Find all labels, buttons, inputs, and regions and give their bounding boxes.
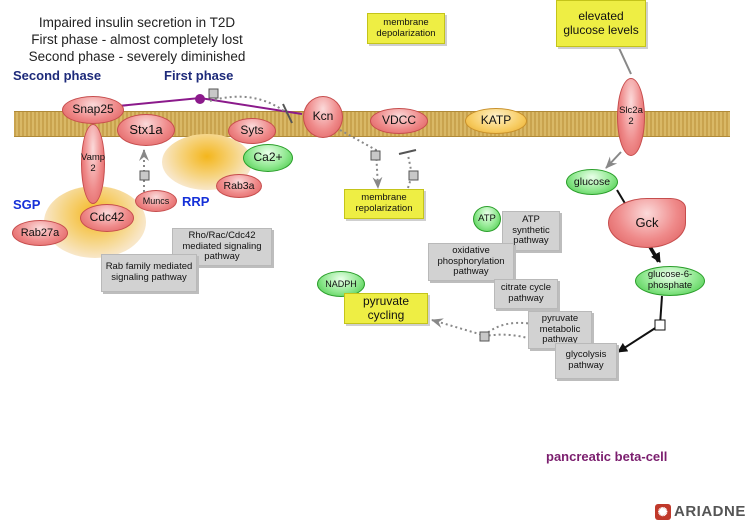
slc2a2-node[interactable]: Slc2a 2 — [617, 78, 645, 156]
diagram-header: Impaired insulin secretion in T2D First … — [6, 14, 268, 65]
glucose-6-phosphate-node[interactable]: glucose-6-phosphate — [635, 266, 705, 296]
nadph-node[interactable]: NADPH — [317, 271, 365, 297]
stx1a-node[interactable]: Stx1a — [117, 114, 175, 146]
membrane-depolarization-box[interactable]: membrane depolarization — [367, 13, 445, 44]
rrp-label: RRP — [182, 194, 210, 209]
syts-node[interactable]: Syts — [228, 118, 276, 144]
atp-node[interactable]: ATP — [473, 206, 501, 232]
glucose-uptake — [605, 47, 632, 169]
citrate-cycle-box[interactable]: citrate cycle pathway — [494, 279, 558, 309]
header-line-1: Impaired insulin secretion in T2D — [38, 15, 236, 30]
first-phase-label: First phase — [164, 68, 234, 83]
cdc42-node[interactable]: Cdc42 — [80, 204, 134, 232]
snap25-node[interactable]: Snap25 — [62, 96, 124, 124]
pyruvate-metabolic-box[interactable]: pyruvate metabolic pathway — [528, 311, 592, 349]
phase-link — [97, 94, 303, 115]
ariadne-logo-icon: ✺ — [655, 503, 671, 520]
kcn-node[interactable]: Kcn — [303, 96, 343, 138]
muncs-node[interactable]: Muncs — [135, 190, 177, 212]
glucose-node[interactable]: glucose — [566, 169, 618, 195]
second-phase-label: Second phase — [13, 68, 102, 83]
katp-node[interactable]: KATP — [465, 108, 527, 134]
gck-node[interactable]: Gck — [608, 198, 686, 248]
glycolysis-pathway-box[interactable]: glycolysis pathway — [555, 343, 617, 379]
rab3a-node[interactable]: Rab3a — [216, 174, 262, 198]
muncs-stx1a-link — [139, 149, 150, 192]
kcn-repolarization-link — [339, 129, 383, 189]
header-line-3: Second phase - severely diminished — [28, 49, 246, 64]
rab27a-node[interactable]: Rab27a — [12, 220, 68, 246]
repolarization-inhibition — [398, 149, 419, 189]
header-line-2: First phase - almost completely lost — [31, 32, 243, 47]
glycolysis-reaction — [617, 295, 666, 353]
vdcc-node[interactable]: VDCC — [370, 108, 428, 134]
inhibition-kcn — [208, 88, 293, 124]
membrane-repolarization-box[interactable]: membrane repolarization — [344, 189, 424, 219]
vamp2-node[interactable]: Vamp 2 — [81, 124, 105, 204]
ca2-node[interactable]: Ca2+ — [243, 144, 293, 172]
cell-label: pancreatic beta-cell — [546, 449, 668, 464]
pyruvate-cycling-box[interactable]: pyruvate cycling — [344, 293, 428, 324]
ariadne-brand-text: ARIADNE — [674, 503, 746, 520]
ariadne-logo: ✺ ARIADNE — [655, 503, 746, 520]
sgp-label: SGP — [13, 197, 41, 212]
oxidative-phosphorylation-box[interactable]: oxidative phosphorylation pathway — [428, 243, 514, 281]
elevated-glucose-box[interactable]: elevated glucose levels — [556, 0, 646, 47]
rab-pathway-box[interactable]: Rab family mediated signaling pathway — [101, 254, 197, 292]
